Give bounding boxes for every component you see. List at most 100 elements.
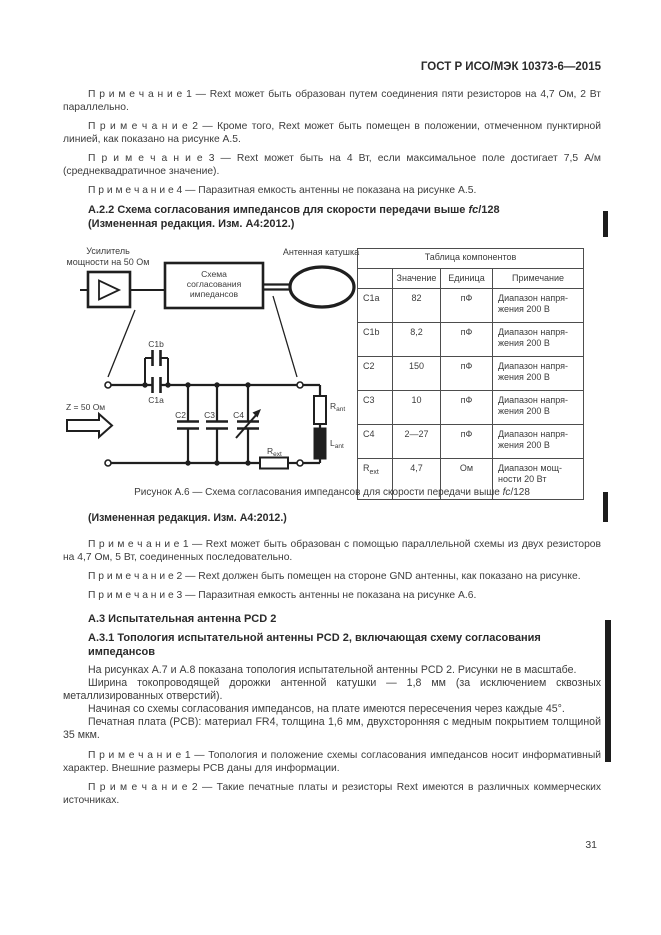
- inductor-lant: [313, 427, 327, 460]
- body-paragraph: Начиная со схемы согласования импедансов…: [88, 703, 565, 715]
- label-rant-sub: ant: [336, 406, 345, 413]
- variable-arrow: [235, 413, 258, 439]
- note-paragraph: П р и м е ч а н и е 4 — Паразитная емкос…: [88, 185, 477, 196]
- note-paragraph: П р и м е ч а н и е 1 — Топология и поло…: [63, 750, 601, 774]
- body-paragraph: Ширина токопроводящей дорожки антенной к…: [63, 677, 601, 702]
- note-paragraph: П р и м е ч а н и е 2 — Кроме того, Rext…: [63, 121, 601, 145]
- section-heading-a22: А.2.2 Схема согласования импедансов для …: [88, 203, 601, 231]
- matching-box-line1: Схема: [201, 269, 227, 279]
- cell-unit: пФ: [440, 356, 493, 391]
- label-lant: Lant: [330, 438, 344, 450]
- junction-dot: [165, 382, 171, 388]
- body-paragraph: Печатная плата (PCB): материал FR4, толщ…: [63, 716, 601, 741]
- zoom-line-left: [107, 309, 136, 378]
- label-lant-main: L: [330, 438, 335, 448]
- note-paragraph: П р и м е ч а н и е 2 — Rext должен быть…: [88, 571, 581, 582]
- note-paragraph: П р и м е ч а н и е 3 — Rext может быть …: [63, 153, 601, 177]
- cell-note: Диапазон мощ- ности 20 Вт: [491, 458, 585, 500]
- component-main: R: [363, 463, 370, 473]
- cell-value: 4,7: [392, 458, 441, 500]
- cell-note: Диапазон напря- жения 200 В: [491, 356, 585, 391]
- label-rant-main: R: [330, 401, 336, 411]
- cell-unit: пФ: [440, 322, 493, 357]
- cell-note: Диапазон напря- жения 200 В: [491, 390, 585, 425]
- title-italic-fc: fc: [468, 204, 479, 216]
- label-rext-sub: ext: [273, 451, 282, 458]
- caption-suffix: /128: [510, 487, 530, 498]
- col-header-value: Значение: [392, 268, 441, 289]
- variable-arrow-head: [252, 409, 261, 418]
- junction-dot: [142, 382, 148, 388]
- cell-value: 2—27: [392, 424, 441, 459]
- terminal-bottom-left: [104, 459, 112, 467]
- terminal-top-left: [104, 381, 112, 389]
- antenna-coil-label: Антенная катушка: [283, 247, 359, 257]
- amplifier-label-line2: мощности на 50 Ом: [67, 257, 150, 267]
- section-a3: А.3 Испытательная антенна PCD 2 А.3.1 То…: [63, 612, 601, 813]
- caption-italic-fc: fc: [502, 487, 511, 498]
- cell-note: Диапазон напря- жения 200 В: [491, 288, 585, 323]
- section-title-a3: А.3 Испытательная антенна PCD 2: [88, 613, 277, 625]
- section-title-a22: А.2.2 Схема согласования импедансов для …: [88, 203, 601, 217]
- change-bar: [603, 492, 608, 522]
- cell-note: Диапазон напря- жения 200 В: [491, 322, 585, 357]
- table-row: C1a 82 пФ Диапазон напря- жения 200 В: [357, 288, 585, 323]
- table-row: C1b 8,2 пФ Диапазон напря- жения 200 В: [357, 322, 585, 357]
- page-number: 31: [585, 839, 597, 851]
- doc-number: ГОСТ Р ИСО/МЭК 10373-6—2015: [420, 61, 601, 73]
- cell-component: C3: [357, 390, 393, 425]
- label-c3: C3: [204, 410, 215, 420]
- title-text: А.2.2 Схема согласования импедансов для …: [88, 204, 469, 216]
- notes-block-a6: П р и м е ч а н и е 1 — Rext может быть …: [63, 538, 601, 608]
- matching-box-line3: импедансов: [190, 289, 239, 299]
- cell-value: 10: [392, 390, 441, 425]
- capacitor-c3: [206, 382, 228, 466]
- table-row: Rext 4,7 Ом Диапазон мощ- ности 20 Вт: [357, 458, 585, 500]
- body-paragraph: На рисунках А.7 и А.8 показана топология…: [88, 664, 577, 676]
- circuit-diagram: Усилитель мощности на 50 Ом Схема соглас…: [66, 246, 359, 470]
- note-paragraph: П р и м е ч а н и е 1 — Rext может быть …: [63, 89, 601, 113]
- antenna-coil-ellipse: [288, 265, 356, 309]
- section-title-a31: А.3.1 Топология испытательной антенны PC…: [88, 632, 541, 658]
- capacitor-c4-variable: [235, 382, 261, 466]
- capacitor-c2: [177, 382, 199, 466]
- col-header-unit: Единица: [440, 268, 493, 289]
- table-row: C2 150 пФ Диапазон напря- жения 200 В: [357, 356, 585, 391]
- terminal-bottom-right: [296, 459, 304, 467]
- amended-note-2: (Измененная редакция. Изм. А4:2012.): [88, 512, 287, 524]
- zoom-line-right: [272, 295, 298, 378]
- amplifier-label-line1: Усилитель: [86, 246, 130, 256]
- col-header-component: [357, 268, 393, 289]
- label-rext-main: R: [267, 446, 273, 456]
- amended-note-1: (Измененная редакция. Изм. А4:2012.): [88, 218, 295, 230]
- components-table: Таблица компонентов Значение Единица При…: [356, 248, 585, 500]
- change-bar: [603, 211, 608, 237]
- figure-a6: Усилитель мощности на 50 Ом Схема соглас…: [63, 243, 585, 500]
- note-paragraph: П р и м е ч а н и е 2 — Такие печатные п…: [63, 782, 601, 806]
- change-bar: [605, 620, 611, 762]
- note-paragraph: П р и м е ч а н и е 1 — Rext может быть …: [63, 539, 601, 563]
- cell-unit: пФ: [440, 288, 493, 323]
- label-rant: Rant: [330, 401, 345, 413]
- cell-value: 82: [392, 288, 441, 323]
- cell-unit: пФ: [440, 424, 493, 459]
- cell-note: Диапазон напря- жения 200 В: [491, 424, 585, 459]
- notes-block-a5: П р и м е ч а н и е 1 — Rext может быть …: [63, 88, 601, 203]
- cell-component: C2: [357, 356, 393, 391]
- amplifier-triangle-icon: [98, 279, 122, 301]
- matching-box-line2: согласования: [187, 279, 242, 289]
- figure-caption: Рисунок А.6 — Схема согласования импедан…: [63, 487, 601, 498]
- cell-component: C1b: [357, 322, 393, 357]
- label-c1b: C1b: [148, 339, 164, 349]
- col-header-note: Примечание: [491, 268, 585, 289]
- cell-value: 8,2: [392, 322, 441, 357]
- table-row: C3 10 пФ Диапазон напря- жения 200 В: [357, 390, 585, 425]
- label-c2: C2: [175, 410, 186, 420]
- component-sub: ext: [369, 468, 379, 476]
- resistor-rext: [259, 456, 289, 470]
- label-z50: Z = 50 Ом: [66, 402, 105, 412]
- table-title: Таблица компонентов: [356, 248, 585, 269]
- resistor-rant: [313, 395, 327, 425]
- terminal-top-right: [296, 381, 304, 389]
